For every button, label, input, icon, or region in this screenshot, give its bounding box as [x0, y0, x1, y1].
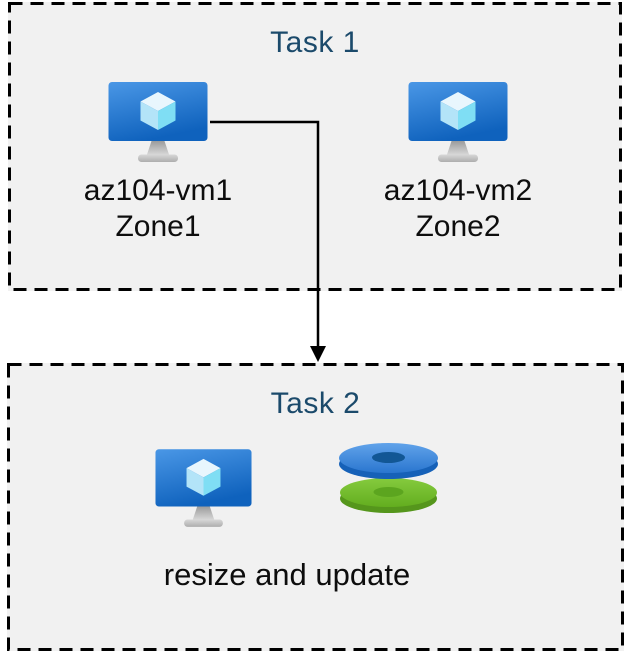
task2-box: Task 2 resize and update — [7, 363, 624, 651]
vm2-zone-label: Zone2 — [415, 210, 501, 243]
task2-title: Task 2 — [270, 387, 361, 420]
flow-arrow-head-icon — [310, 346, 326, 362]
vm1-name-label: az104-vm1 — [83, 174, 233, 207]
virtual-machine-icon — [108, 82, 208, 162]
virtual-machine-icon — [408, 82, 508, 162]
task1-title: Task 1 — [270, 26, 360, 59]
virtual-machine-icon — [155, 449, 252, 527]
disks-icon — [339, 443, 438, 513]
task1-box: Task 1 az104-vm1 Zone1 az104- — [8, 2, 622, 291]
resize-update-caption: resize and update — [163, 557, 411, 592]
vm1-group: az104-vm1 Zone1 — [30, 82, 286, 245]
vm2-group: az104-vm2 Zone2 — [330, 82, 586, 245]
vm2-name-label: az104-vm2 — [383, 174, 533, 207]
vm1-zone-label: Zone1 — [115, 210, 201, 243]
